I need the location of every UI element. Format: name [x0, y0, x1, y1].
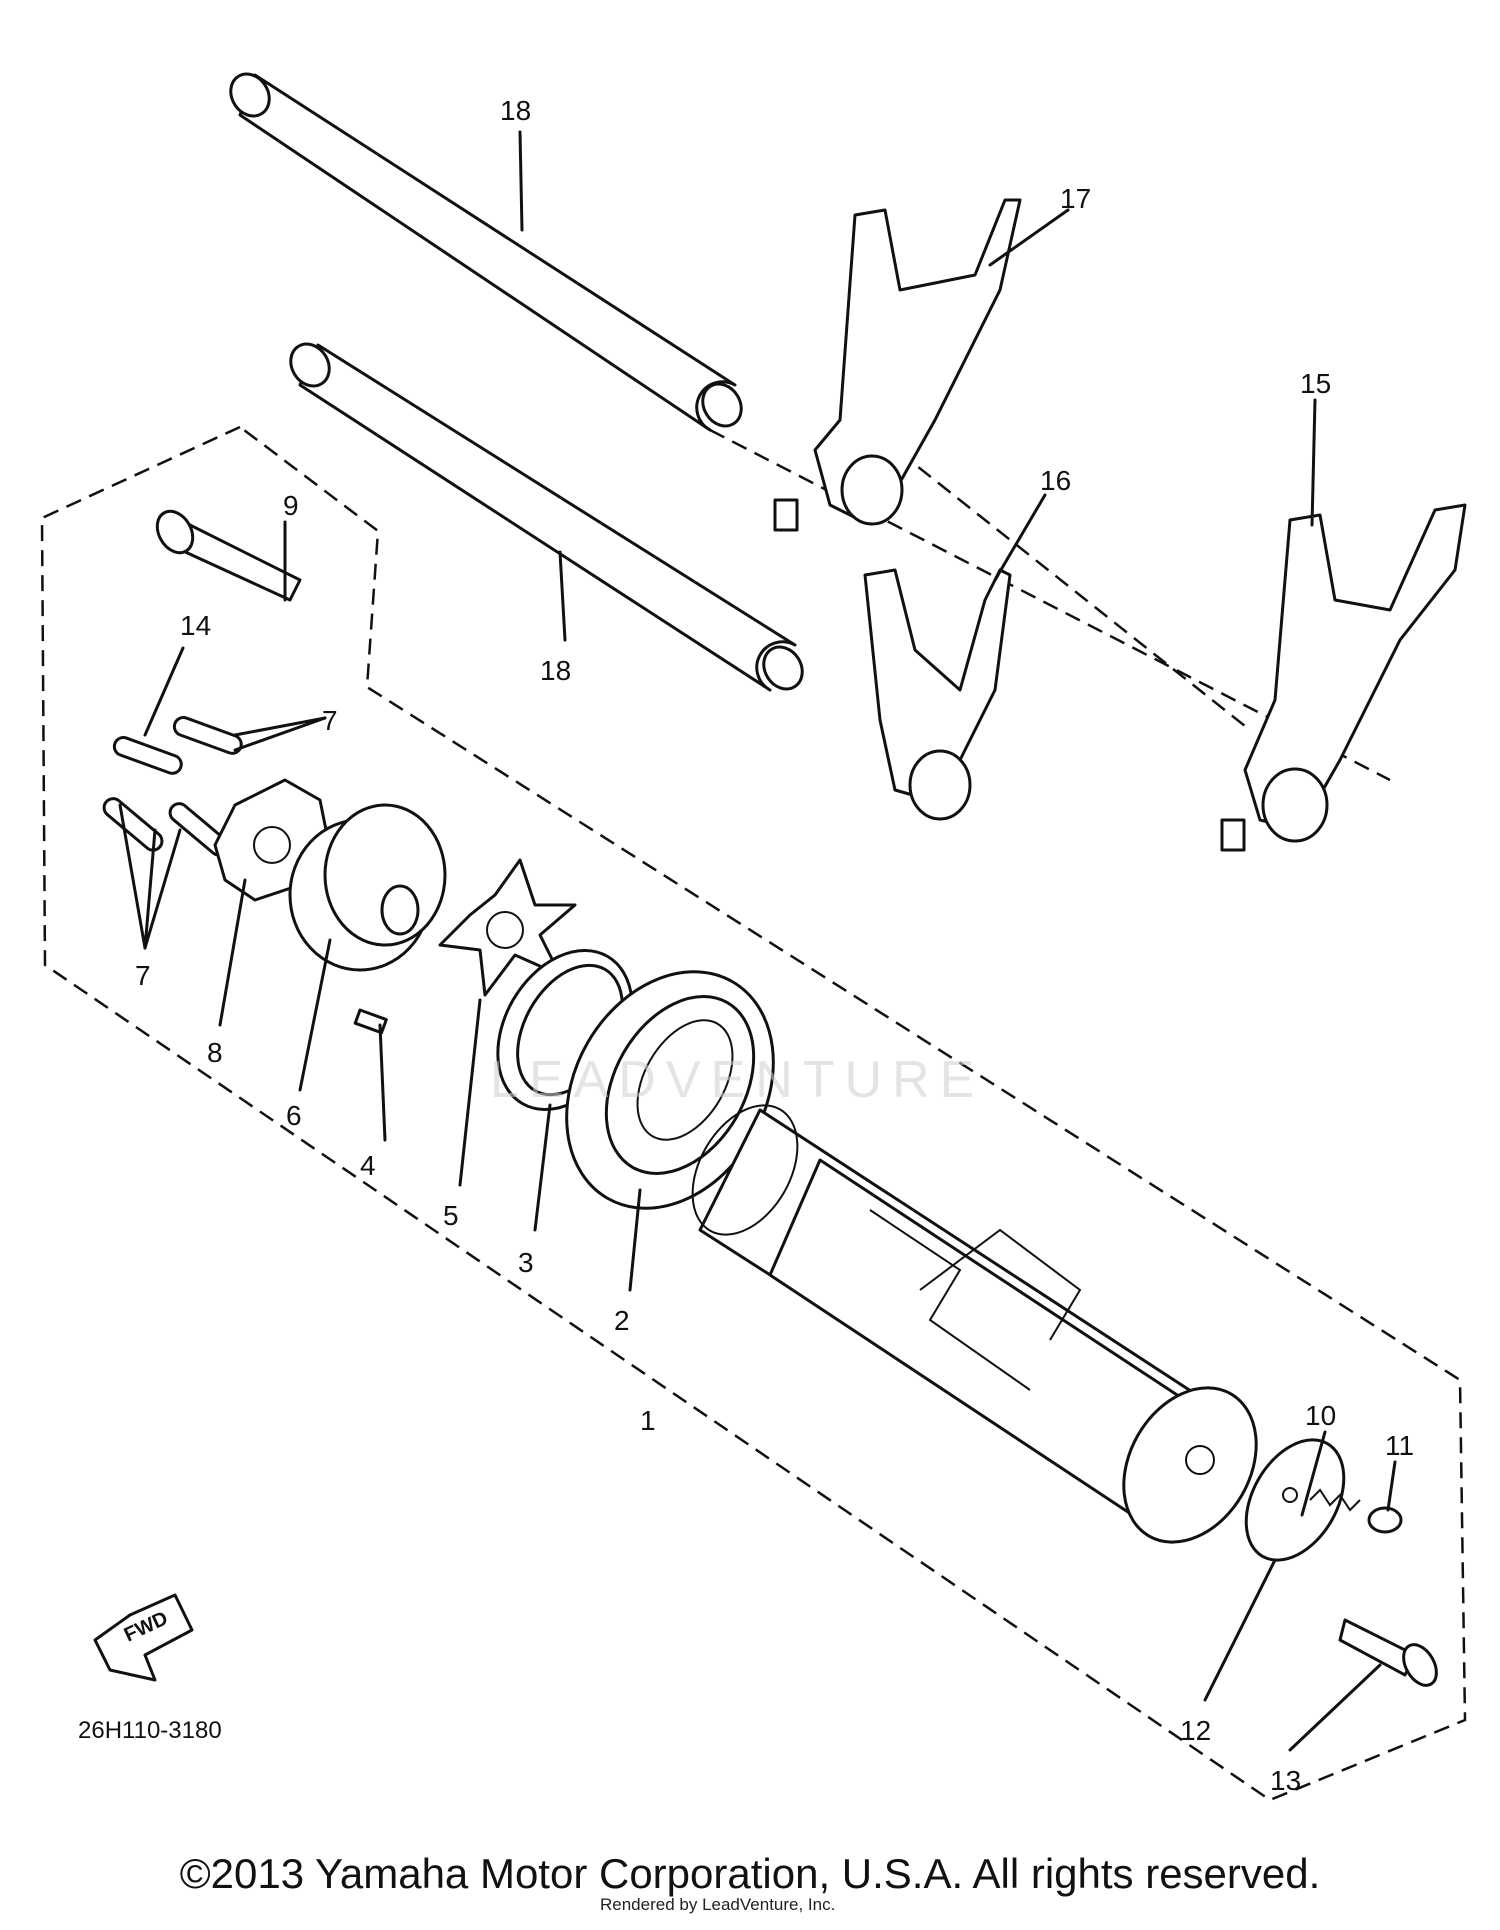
callout-7-upper: 7: [322, 705, 338, 736]
callout-10: 10: [1305, 1400, 1336, 1431]
bearing-2: [565, 970, 775, 1210]
callout-12: 12: [1180, 1715, 1211, 1746]
callout-18-lower: 18: [540, 655, 571, 686]
callout-9: 9: [283, 490, 299, 521]
diagram-part-code: 26H110-3180: [78, 1717, 222, 1744]
callout-15: 15: [1300, 368, 1331, 399]
callout-11: 11: [1385, 1430, 1414, 1461]
drum-gear-6: [288, 803, 447, 972]
rendered-by-note: Rendered by LeadVenture, Inc.: [600, 1895, 836, 1914]
spring-10: [1309, 1488, 1361, 1512]
callout-16: 16: [1040, 465, 1071, 496]
shift-fork-15: [1220, 503, 1467, 852]
assembly-boundary: [40, 425, 1467, 1802]
screw-13: [1338, 1618, 1438, 1687]
callout-2: 2: [614, 1305, 630, 1336]
callout-13: 13: [1270, 1765, 1301, 1796]
callout-5: 5: [443, 1200, 459, 1231]
pin-4: [353, 1008, 388, 1035]
callout-8: 8: [207, 1037, 223, 1068]
watermark: LEADVENTURE: [490, 1051, 985, 1109]
screw-9: [155, 509, 302, 602]
shift-fork-shaft-upper: [229, 72, 743, 432]
callout-4: 4: [360, 1150, 376, 1181]
leader-lines: [118, 130, 1397, 1752]
callout-1: 1: [640, 1405, 656, 1436]
callout-7-lower: 7: [135, 960, 151, 991]
callout-6: 6: [286, 1100, 302, 1131]
callout-3: 3: [518, 1247, 534, 1278]
pins-group: [102, 716, 243, 857]
stopper-star-5: [438, 858, 577, 997]
shift-drum-1: [691, 1104, 1258, 1544]
pin-11: [1367, 1506, 1403, 1534]
callout-18-upper: 18: [500, 95, 531, 126]
plate-12: [1244, 1438, 1346, 1562]
callout-17: 17: [1060, 183, 1091, 214]
shift-fork-17: [773, 198, 1022, 532]
shift-fork-16: [863, 568, 1012, 821]
copyright-notice: ©2013 Yamaha Motor Corporation, U.S.A. A…: [179, 1850, 1321, 1897]
fwd-arrow-icon: FWD: [93, 1593, 194, 1682]
callout-14: 14: [180, 610, 211, 641]
shift-fork-shaft-lower: [289, 342, 804, 692]
